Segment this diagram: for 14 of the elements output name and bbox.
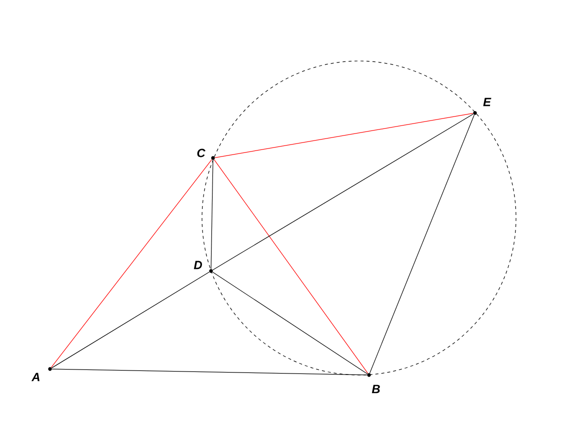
point-label: E: [483, 98, 492, 106]
point-label: A: [31, 372, 40, 382]
line-segment: [210, 160, 214, 270]
line-segment: [212, 114, 474, 270]
line-segment: [51, 272, 210, 368]
line-segment: [52, 368, 368, 376]
point-label: D: [194, 260, 202, 270]
line-segment: [369, 114, 475, 374]
line-segment: [214, 113, 474, 158]
line-segment: [50, 159, 212, 368]
line-segment: [212, 272, 368, 374]
point-label: C: [197, 148, 206, 158]
point-label: B: [372, 384, 380, 394]
line-segment: [214, 159, 368, 374]
